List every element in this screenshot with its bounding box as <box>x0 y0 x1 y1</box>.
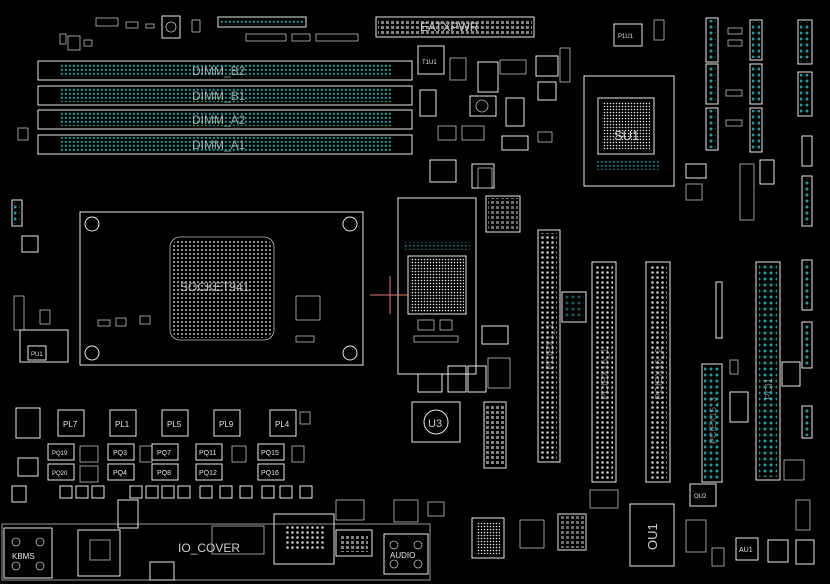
pl7-label: PL7 <box>63 420 78 429</box>
pq16-label: PQ16 <box>261 470 279 477</box>
su1-label: SU1 <box>614 128 639 143</box>
kbms-label: KBMS <box>12 552 35 561</box>
pciex16-2-slot: PCIEX16_2 <box>645 261 671 483</box>
dimm-b2-label: DIMM_B2 <box>192 64 246 78</box>
dimm-b1-label: DIMM_B1 <box>192 89 246 103</box>
pci1-label: PCI1 <box>764 377 775 400</box>
pq12-label: PQ12 <box>199 470 217 477</box>
pq3-label: PQ3 <box>113 450 127 457</box>
small-top-components <box>59 15 359 51</box>
dimm-slot-b1: DIMM_B1 <box>37 85 413 106</box>
pq11-label: PQ11 <box>199 450 216 457</box>
right-slot-small-parts: OU2 <box>689 281 805 507</box>
au1-label: AU1 <box>739 547 753 554</box>
pl4-label: PL4 <box>275 420 290 429</box>
mid-top-components <box>419 47 571 189</box>
u3-label: U3 <box>428 418 442 430</box>
dimm-a1-label: DIMM_A1 <box>192 138 246 152</box>
pu1-label: PU1 <box>31 352 43 358</box>
pq19-label: PQ19 <box>52 451 68 457</box>
t1u1-component: T1U1 <box>417 45 445 75</box>
pq4-label: PQ4 <box>113 470 127 477</box>
pq20-label: PQ20 <box>52 471 68 477</box>
p1u1-component: P1U1 <box>613 19 665 47</box>
pci1-slot: PCI1 <box>755 261 781 481</box>
su1-chip: SU1 <box>583 75 675 187</box>
bottom-right-parts: AU1 <box>471 489 815 567</box>
eatxpwr-label: EATXPWR <box>420 20 479 34</box>
t1u1-label: T1U1 <box>422 60 437 66</box>
pciex1-1-label: PCIEX1_1 <box>545 323 556 370</box>
dimm-slot-b2: DIMM_B2 <box>37 60 413 81</box>
pq7-label: PQ7 <box>157 450 171 457</box>
pq15-label: PQ15 <box>261 450 279 457</box>
pl1-label: PL1 <box>115 420 130 429</box>
vrm-capacitor-row <box>11 485 313 503</box>
pq8-label: PQ8 <box>157 470 171 477</box>
audio-label: AUDIO <box>390 551 415 560</box>
pciex16-3-slot: PCIEX16_3 <box>701 363 723 483</box>
ou1-chip: OU1 <box>629 503 675 567</box>
pciex16-2-label: PCIEX16_2 <box>654 347 665 400</box>
pl5-label: PL5 <box>167 420 182 429</box>
dimm-slot-a1: DIMM_A1 <box>37 134 413 155</box>
small-center-parts: U3 <box>411 167 587 469</box>
dimm-a2-label: DIMM_A2 <box>192 113 246 127</box>
cpu-socket: SOCKET941 <box>79 211 364 366</box>
pciex16-1-slot: PCIEX16_1 <box>591 261 617 483</box>
vrm-mosfets: PQ20 PQ19 PQ3 PQ4 PQ7 PQ8 PQ11 PQ12 PQ15… <box>47 411 311 483</box>
vrm-inductors: PL7 PL1 PL5 PL9 PL4 <box>15 407 297 477</box>
io-cover-label: IO_COVER <box>178 541 240 555</box>
socket-label: SOCKET941 <box>180 280 250 294</box>
pciex16-3-label: PCIEX16_3 <box>708 397 718 444</box>
eatxpwr-connector: EATXPWR <box>375 16 535 38</box>
dimm-slot-a2: DIMM_A2 <box>37 109 413 130</box>
kbms-port: KBMS <box>3 527 53 579</box>
top-header-strip <box>217 16 307 28</box>
right-vertical-headers <box>685 17 813 439</box>
io-cover: IO_COVER <box>1 523 431 581</box>
left-side-parts: PU1 <box>11 127 69 363</box>
io-ports: AUDIO <box>77 499 445 581</box>
pch-chip-area <box>370 197 477 375</box>
pciex1-1-slot: PCIEX1_1 <box>537 229 561 463</box>
pl9-label: PL9 <box>219 420 234 429</box>
ou1-label: OU1 <box>645 523 660 550</box>
pciex16-1-label: PCIEX16_1 <box>600 347 611 400</box>
ou2-label: OU2 <box>694 494 707 500</box>
p1u1-label: P1U1 <box>618 34 634 40</box>
